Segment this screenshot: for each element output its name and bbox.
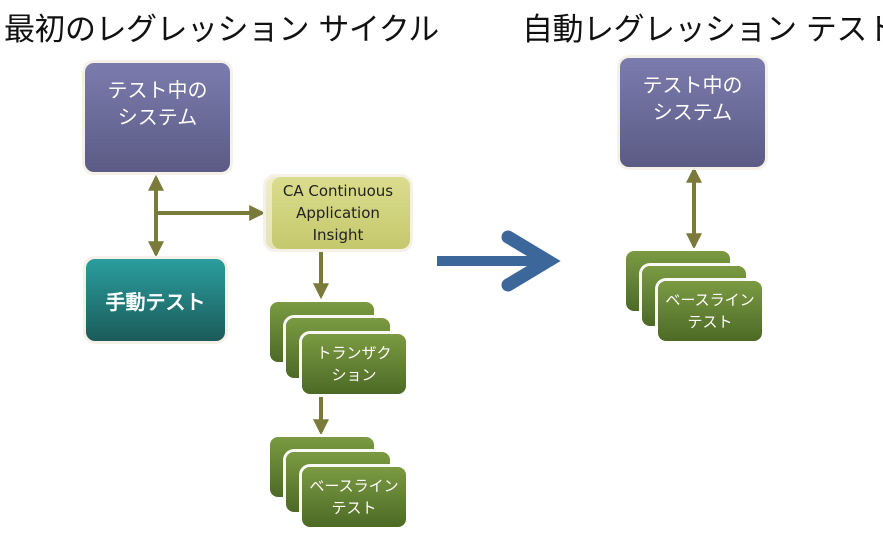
left-baseline-card: ベースライン テスト (302, 467, 406, 527)
right-baseline-label: ベースライン テスト (665, 291, 755, 331)
capture-tool-label: CA Continuous Application Insight (282, 182, 394, 244)
right-baseline-card: ベースライン テスト (658, 281, 762, 341)
capture-tool-box: CA Continuous Application Insight (266, 177, 410, 249)
transactions-card: トランザク ション (302, 334, 406, 394)
manual-test-label: 手動テスト (105, 289, 206, 314)
left-baseline-label: ベースライン テスト (309, 477, 399, 517)
right-title: 自動レグレッション テスト (522, 12, 883, 48)
left-title: 最初のレグレッション サイクル (4, 12, 439, 48)
transition-arrow-icon (437, 230, 561, 292)
left-system-label: テスト中の システム (107, 78, 208, 129)
manual-test-box: 手動テスト (86, 259, 225, 341)
right-system-under-test-box: テスト中の システム (620, 58, 765, 167)
right-system-label: テスト中の システム (642, 73, 743, 124)
left-system-under-test-box: テスト中の システム (85, 63, 230, 172)
transactions-label: トランザク ション (316, 344, 392, 384)
